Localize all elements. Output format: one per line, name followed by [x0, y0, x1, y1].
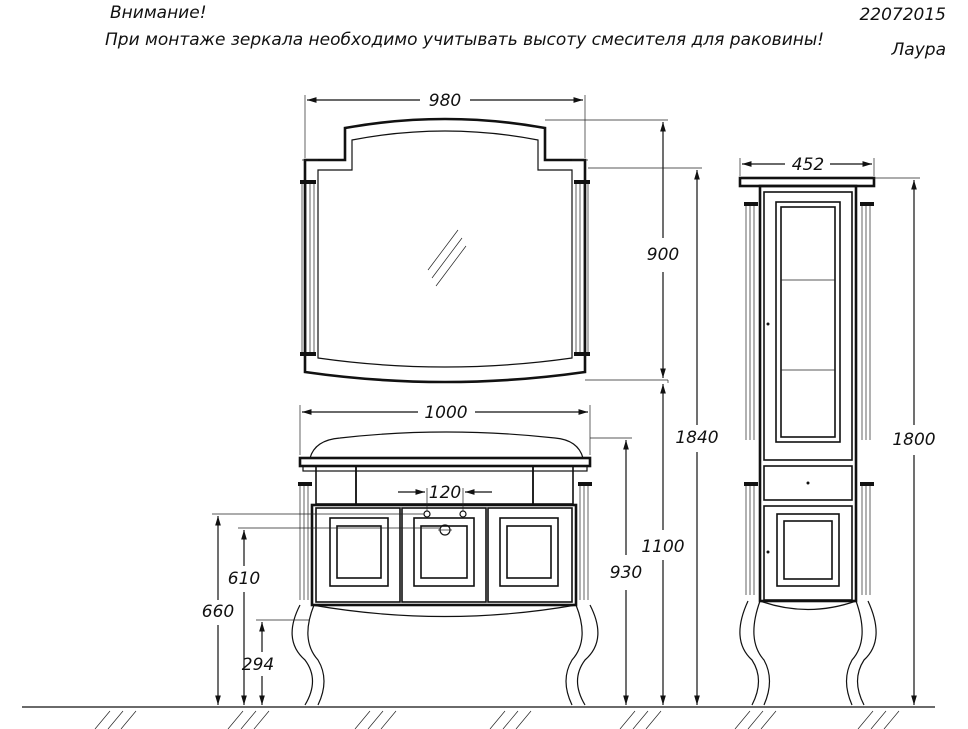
- dim-leg-height: 294: [242, 655, 274, 675]
- dim-faucet-spacing: 120: [429, 483, 461, 503]
- floor-line: [22, 706, 935, 729]
- dim-column-width: 452: [792, 155, 824, 175]
- dim-column-height: 1800: [892, 430, 935, 450]
- model-name: Лаура: [891, 40, 946, 60]
- mirror-drawing: [300, 117, 590, 384]
- tall-column-drawing: [738, 176, 877, 706]
- warning-text: При монтаже зеркала необходимо учитывать…: [105, 30, 825, 50]
- dim-cabinet-top-height: 930: [610, 563, 642, 583]
- dim-drain-height-610: 610: [228, 569, 260, 589]
- drawing-code: 22072015: [859, 5, 946, 25]
- dim-mirror-mount-height: 1840: [675, 428, 718, 448]
- dim-cabinet-width: 1000: [424, 403, 467, 423]
- dim-mirror-height: 900: [647, 245, 679, 265]
- warning-title: Внимание!: [110, 3, 207, 23]
- dim-cabinet-total-height: 1100: [641, 537, 684, 557]
- dim-hole-height-660: 660: [202, 602, 234, 622]
- vanity-cabinet-drawing: [291, 431, 599, 706]
- dim-mirror-width: 980: [429, 91, 461, 111]
